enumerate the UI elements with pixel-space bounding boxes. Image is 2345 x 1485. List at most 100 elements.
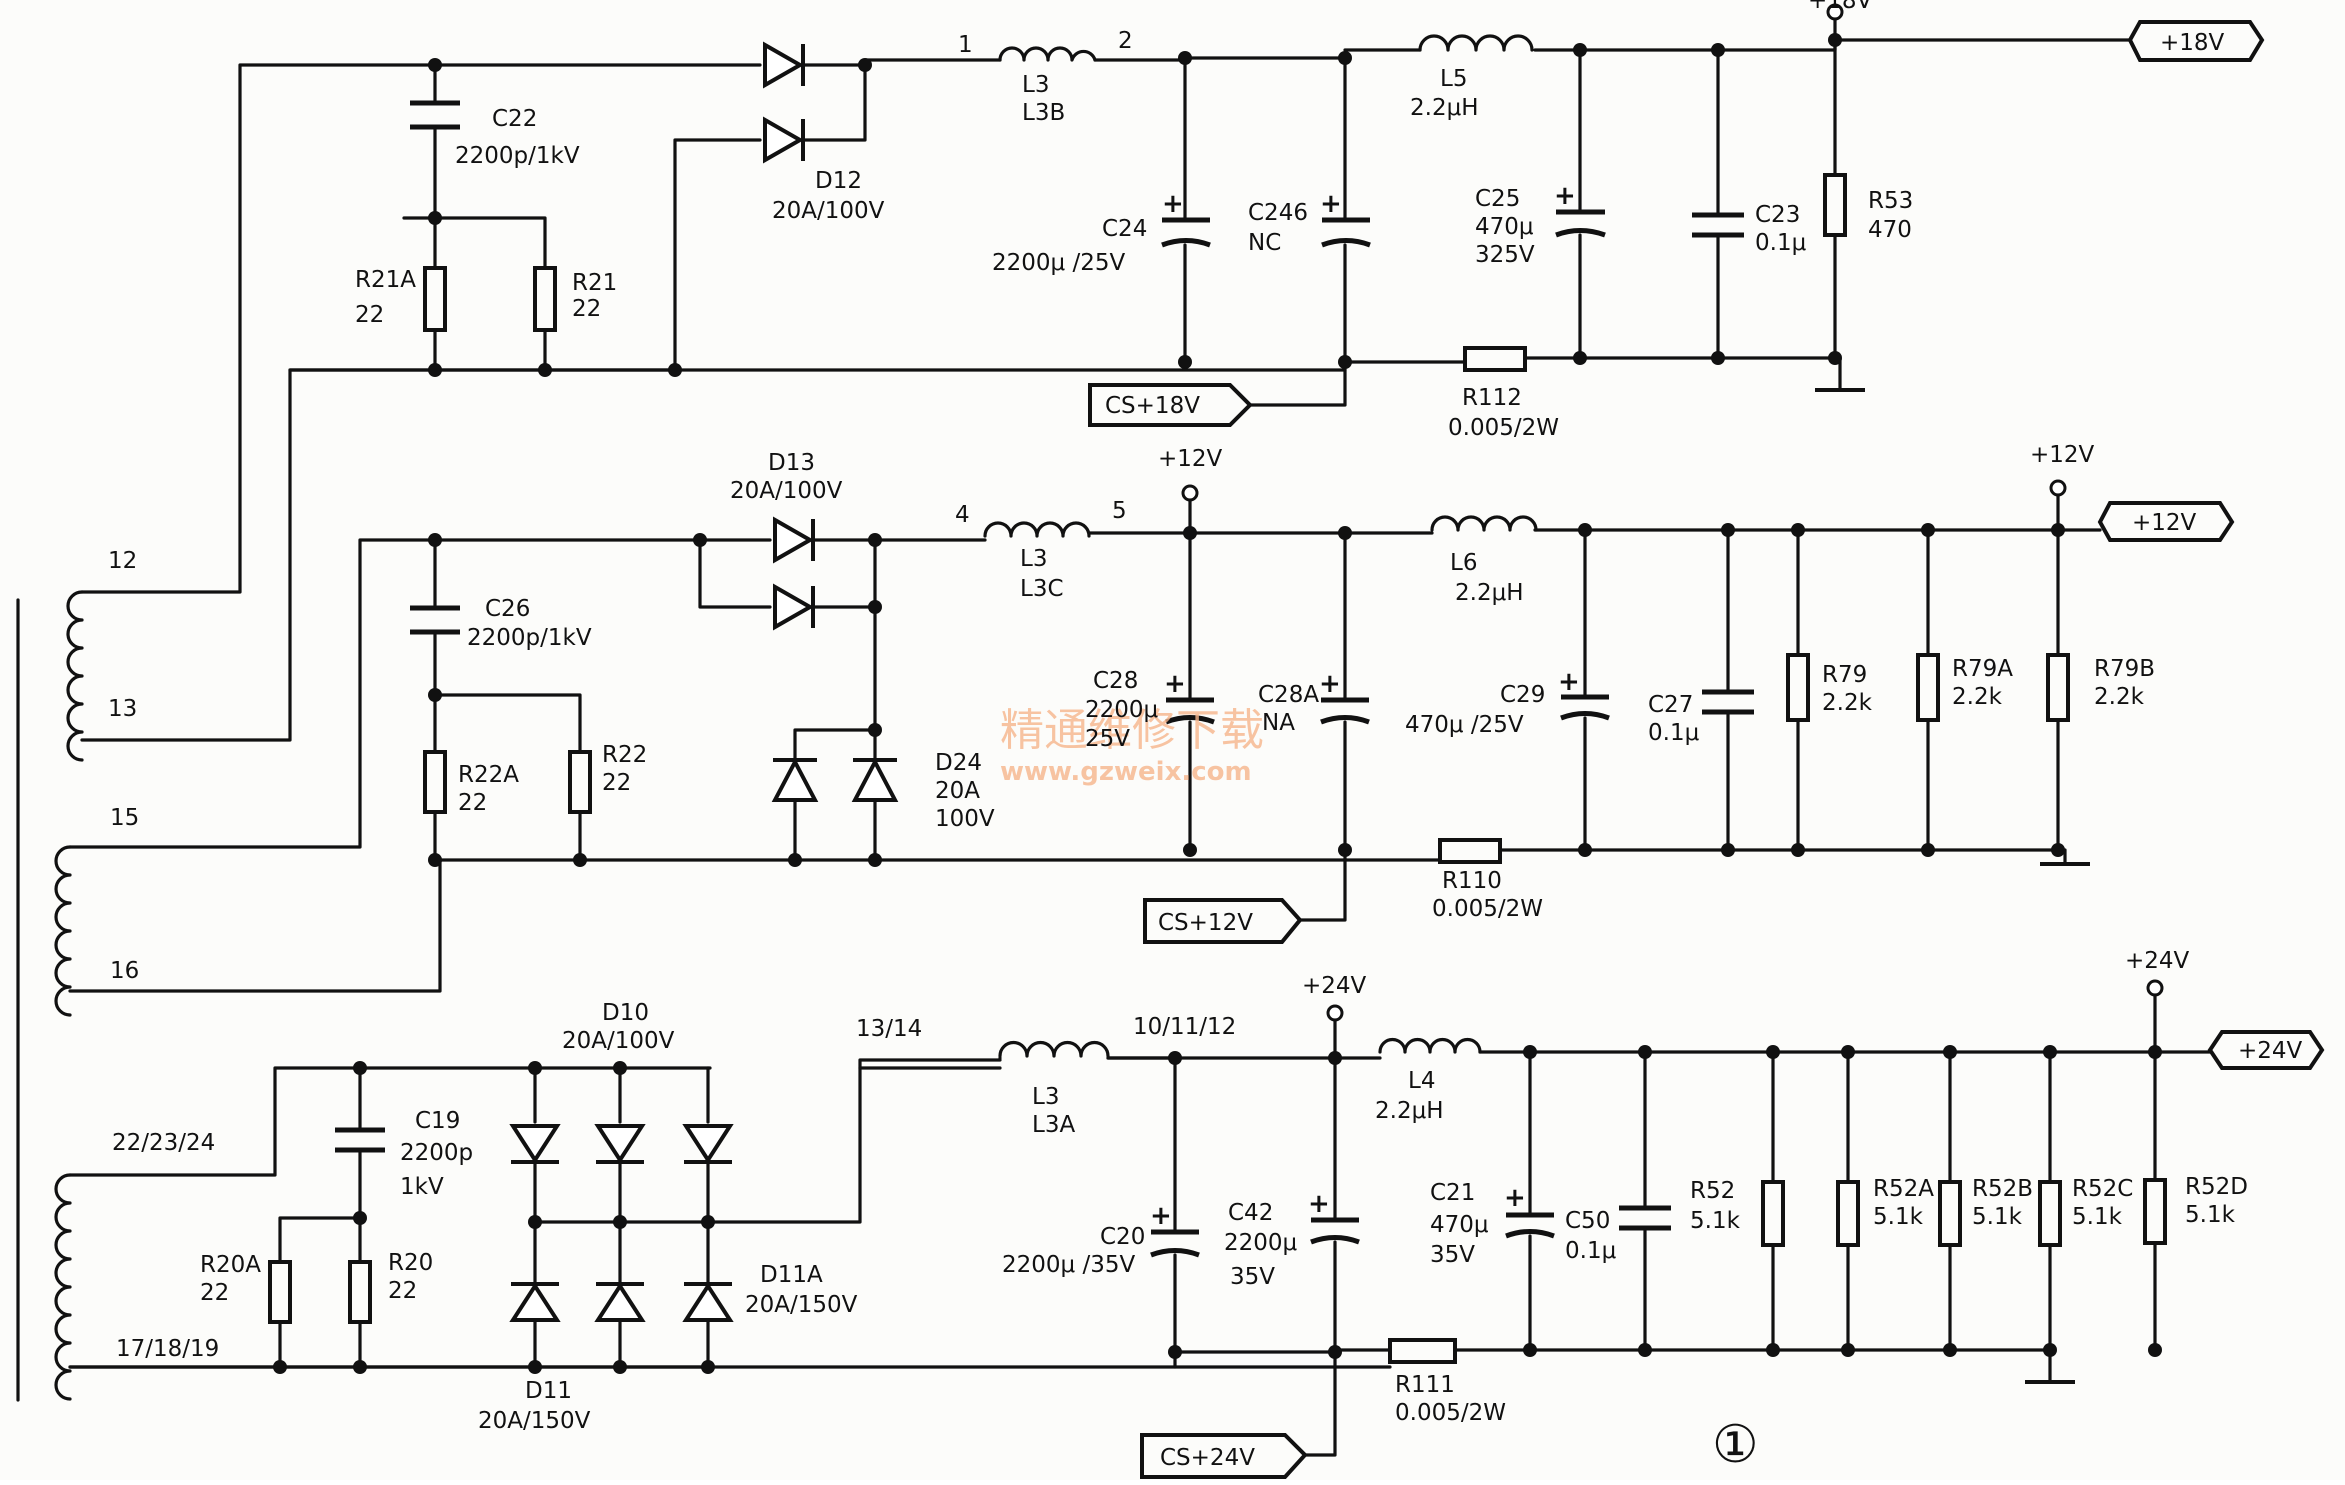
d12-upper-diode [763,41,805,89]
d11a-val: 20A/150V [745,1292,858,1318]
d10-ref: D10 [602,1000,649,1026]
cs-24v-flag [1140,1433,1308,1479]
winding-15-16 [54,538,702,1017]
svg-text:+: + [1162,189,1184,219]
d11-val: 20A/150V [478,1408,591,1434]
cs-18v-flag [1088,383,1253,427]
d11-diode-2 [594,1282,646,1322]
d24-val: 20A [935,778,980,804]
r20a-ref: R20A [200,1252,261,1278]
testpoint-12v-left [1181,484,1199,502]
c50-ref: C50 [1565,1208,1610,1234]
c19-ref: C19 [415,1108,460,1134]
r22-ref: R22 [602,742,647,768]
output-12v-label: +12V [2132,510,2197,536]
figure-number: ① [1712,1415,1759,1475]
svg-text:+: + [1308,1189,1330,1219]
r79b-ref: R79B [2094,656,2155,682]
r79a-body [1916,653,1940,722]
l3c-coil [983,521,1091,538]
c28-val: 2200μ [1085,697,1159,723]
rail-12v-section: + + + [410,479,2235,944]
cs-18v-label: CS+18V [1105,393,1200,419]
l3c-sub: L3C [1020,576,1064,602]
r20-val: 22 [388,1278,417,1304]
r110-body [1438,838,1502,864]
r52a-body [1836,1180,1860,1247]
c25-ref: C25 [1475,186,1520,212]
l5-ref: L5 [1440,66,1467,92]
c25-val2: 325V [1475,242,1535,268]
r22-val: 22 [602,770,631,796]
r20-body [348,1260,372,1324]
r20a-body [268,1260,292,1324]
rail-18v-section: + + + [288,3,2265,427]
junctions-12v [428,523,2065,867]
c20-ref: C20 [1100,1224,1145,1250]
d10-diode-3 [682,1124,734,1164]
r111-val: 0.005/2W [1395,1400,1506,1426]
winding-12-13 [66,63,682,762]
d24-right-diode [851,757,899,802]
d12-ref: D12 [815,168,862,194]
l3a-coil [998,1040,1110,1058]
svg-text:+: + [1504,1183,1526,1213]
c23-ref: C23 [1755,202,1800,228]
l3a-pin2: 10/11/12 [1133,1014,1236,1040]
c20-val: 2200μ /35V [1002,1252,1135,1278]
c22-val: 2200p/1kV [455,143,580,169]
l3c-pin2: 5 [1112,498,1127,524]
r52-val: 5.1k [1690,1208,1741,1234]
r52c-body [2038,1180,2062,1247]
pin-22-23-24: 22/23/24 [112,1130,215,1156]
r52-ref: R52 [1690,1178,1735,1204]
pin-15: 15 [110,805,139,831]
c27-ref: C27 [1648,692,1693,718]
c28a-val: NA [1262,710,1295,736]
d13-val: 20A/100V [730,478,843,504]
r20-ref: R20 [388,1250,433,1276]
testpoint-12v-right [2049,479,2067,497]
pin-17-18-19: 17/18/19 [116,1336,219,1362]
c26-val: 2200p/1kV [467,625,592,651]
d10-diode-1 [509,1124,561,1164]
testpoint-24v-right [2146,979,2164,997]
output-12v-flag [2097,501,2235,542]
r52a-ref: R52A [1873,1176,1934,1202]
l3c-pin1: 4 [955,502,970,528]
d24-val2: 100V [935,806,995,832]
labels-18v: C22 2200p/1kV R21A 22 R21 22 D12 20A/100… [355,0,2225,441]
r112-ref: R112 [1462,385,1522,411]
output-18v-label: +18V [2160,30,2225,56]
c19-val2: 1kV [400,1174,444,1200]
d11-diode-3 [682,1282,734,1322]
r21-val: 22 [572,296,601,322]
l6-val: 2.2μH [1455,580,1524,606]
r111-body [1388,1338,1457,1364]
svg-text:+: + [1554,181,1576,211]
c24-val: 2200μ /25V [992,250,1125,276]
r52b-ref: R52B [1972,1176,2033,1202]
d13-lower-diode [773,583,815,631]
d11-ref: D11 [525,1378,572,1404]
c42-val: 2200μ [1224,1230,1298,1256]
c28-ref: C28 [1093,668,1138,694]
r110-val: 0.005/2W [1432,896,1543,922]
r20a-val: 22 [200,1280,229,1306]
pin-13: 13 [108,696,137,722]
rail-24v-top-label-2: +24V [2125,948,2190,974]
c27-val: 0.1μ [1648,720,1700,746]
d10-diode-2 [594,1124,646,1164]
r53-val: 470 [1868,217,1912,243]
cs-12v-flag [1143,898,1303,944]
r52d-val: 5.1k [2185,1202,2236,1228]
l6-ref: L6 [1450,550,1477,576]
l5-coil [1418,34,1534,52]
rail-18v-top-label: +18V [1808,0,1873,14]
l3b-ref: L3 [1022,72,1049,98]
r52-body [1761,1180,1785,1247]
junctions-24v [273,1045,2162,1374]
r21a-ref: R21A [355,267,416,293]
r110-ref: R110 [1442,868,1502,894]
